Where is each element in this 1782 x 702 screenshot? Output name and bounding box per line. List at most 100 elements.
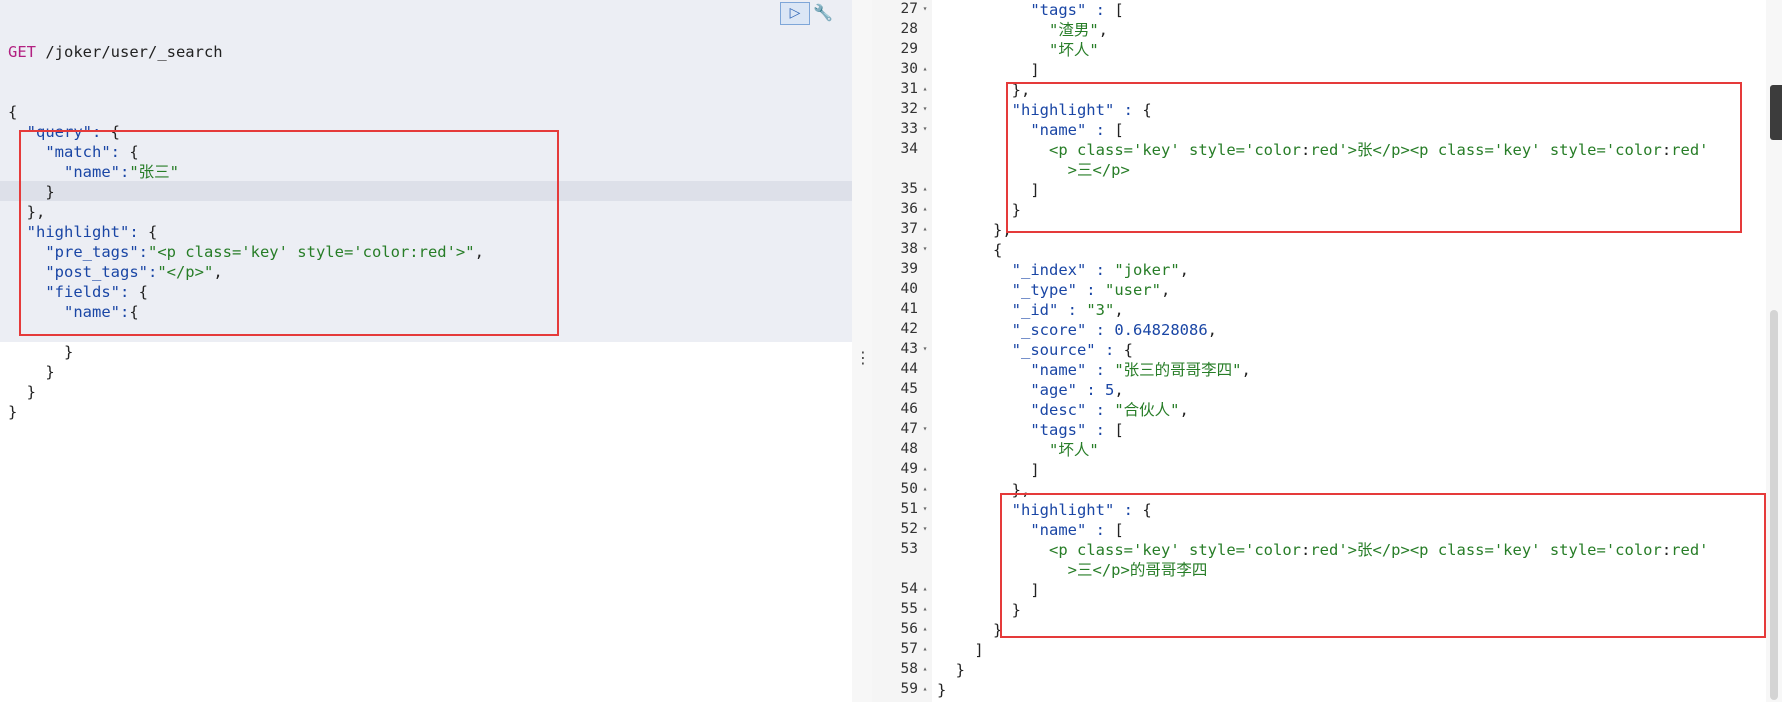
fold-open-icon[interactable]: ▾ — [922, 104, 928, 113]
line-number: 47 — [900, 421, 918, 437]
response-code-line: ] — [1030, 181, 1040, 199]
fold-close-icon[interactable]: ▴ — [922, 604, 928, 613]
fold-close-icon[interactable]: ▴ — [922, 184, 928, 193]
response-code-line: "age" : 5, — [1030, 381, 1124, 399]
fold-open-icon[interactable]: ▾ — [922, 244, 928, 253]
response-code-line: "name" : [ — [1030, 521, 1124, 539]
fold-open-icon[interactable]: ▾ — [922, 124, 928, 133]
line-number: 41 — [900, 301, 918, 317]
fold-close-icon[interactable]: ▴ — [922, 664, 928, 673]
active-line-highlight — [0, 181, 852, 201]
fold-close-icon[interactable]: ▴ — [922, 464, 928, 473]
line-number: 57 — [900, 641, 918, 657]
fold-close-icon[interactable]: ▴ — [922, 644, 928, 653]
request-code-line: "name":"张三" — [64, 163, 179, 181]
request-code-line: } — [26, 383, 37, 401]
response-code-line: >三</p> — [1067, 161, 1130, 179]
side-panel-tab[interactable] — [1770, 85, 1782, 140]
line-number: 49 — [900, 461, 918, 477]
response-code-line: "name" : [ — [1030, 121, 1124, 139]
response-code-line: "坏人" — [1048, 441, 1099, 459]
response-code-line: } — [1011, 601, 1021, 619]
http-method: GET — [8, 43, 36, 61]
response-code-line: ] — [1030, 461, 1040, 479]
fold-close-icon[interactable]: ▴ — [922, 624, 928, 633]
fold-open-icon[interactable]: ▾ — [922, 4, 928, 13]
resize-handle-icon[interactable]: ⋮ — [855, 348, 871, 367]
request-code-line: "name":{ — [64, 303, 139, 321]
line-number: 50 — [900, 481, 918, 497]
fold-close-icon[interactable]: ▴ — [922, 584, 928, 593]
request-editor-background — [0, 0, 852, 342]
line-number: 38 — [900, 241, 918, 257]
line-number: 29 — [900, 41, 918, 57]
line-number: 36 — [900, 201, 918, 217]
request-code-line: } — [64, 343, 74, 361]
line-number: 32 — [900, 101, 918, 117]
line-number: 45 — [900, 381, 918, 397]
response-code-line: "highlight" : { — [1011, 101, 1152, 119]
line-number: 34 — [900, 141, 918, 157]
request-code-line: "match": { — [45, 143, 139, 161]
line-number: 51 — [900, 501, 918, 517]
request-code-line: "highlight": { — [26, 223, 158, 241]
response-code-line: "highlight" : { — [1011, 501, 1152, 519]
response-code-line: "tags" : [ — [1030, 421, 1124, 439]
run-request-button[interactable]: ▷ — [780, 2, 810, 25]
fold-open-icon[interactable]: ▾ — [922, 344, 928, 353]
response-code-line: "_score" : 0.64828086, — [1011, 321, 1217, 339]
fold-open-icon[interactable]: ▾ — [922, 424, 928, 433]
response-code-line: "tags" : [ — [1030, 1, 1124, 19]
request-code[interactable]: GET /joker/user/_search { "query": { "ma… — [8, 2, 484, 462]
fold-close-icon[interactable]: ▴ — [922, 84, 928, 93]
request-highlight-box — [19, 130, 559, 336]
response-code-line: "_index" : "joker", — [1011, 261, 1189, 279]
line-number: 39 — [900, 261, 918, 277]
line-number: 43 — [900, 341, 918, 357]
line-number: 30 — [900, 61, 918, 77]
line-number: 44 — [900, 361, 918, 377]
line-number: 35 — [900, 181, 918, 197]
line-number: 59 — [900, 681, 918, 697]
line-number: 27 — [900, 1, 918, 17]
request-editor[interactable]: GET /joker/user/_search { "query": { "ma… — [0, 0, 852, 702]
request-code-line: { — [8, 103, 18, 121]
pane-divider[interactable] — [852, 0, 872, 702]
response-code-line: { — [993, 241, 1003, 259]
fold-close-icon[interactable]: ▴ — [922, 684, 928, 693]
request-code-line: "fields": { — [45, 283, 149, 301]
request-code-line: } — [45, 183, 55, 201]
line-number: 37 — [900, 221, 918, 237]
request-path: /joker/user/_search — [36, 43, 223, 61]
wrench-icon[interactable]: 🔧 — [813, 3, 833, 22]
request-code-line: }, — [26, 203, 46, 221]
fold-close-icon[interactable]: ▴ — [922, 224, 928, 233]
fold-close-icon[interactable]: ▴ — [922, 64, 928, 73]
line-number: 42 — [900, 321, 918, 337]
response-code-line: ] — [1030, 61, 1040, 79]
response-code-line: } — [955, 661, 966, 679]
response-code-line: "name" : "张三的哥哥李四", — [1030, 361, 1251, 379]
line-number: 28 — [900, 21, 918, 37]
line-number: 58 — [900, 661, 918, 677]
response-code-line: "坏人" — [1048, 41, 1099, 59]
fold-close-icon[interactable]: ▴ — [922, 484, 928, 493]
response-highlight-box-2 — [1000, 493, 1766, 638]
fold-open-icon[interactable]: ▾ — [922, 504, 928, 513]
fold-close-icon[interactable]: ▴ — [922, 204, 928, 213]
response-code-line: "_id" : "3", — [1011, 301, 1124, 319]
line-number: 48 — [900, 441, 918, 457]
response-code-line: "渣男", — [1048, 21, 1108, 39]
line-number: 53 — [900, 541, 918, 557]
response-code-line: ] — [1030, 581, 1040, 599]
fold-open-icon[interactable]: ▾ — [922, 524, 928, 533]
line-number: 40 — [900, 281, 918, 297]
line-number: 55 — [900, 601, 918, 617]
response-code-line: "desc" : "合伙人", — [1030, 401, 1189, 419]
response-code-line: "_source" : { — [1011, 341, 1133, 359]
response-code-line: <p class='key' style='color:red'>张</p><p… — [1048, 541, 1709, 559]
scrollbar-thumb[interactable] — [1770, 310, 1778, 700]
request-body: { "query": { "match": { "name":"张三" } },… — [8, 102, 484, 422]
